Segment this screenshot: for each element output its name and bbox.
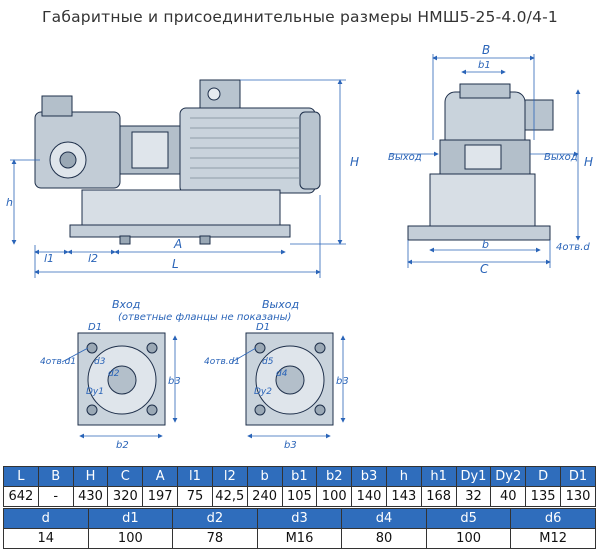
outlet-flange	[245, 332, 334, 426]
table-cell: 42,5	[211, 486, 248, 507]
table-cell: 78	[172, 528, 258, 549]
side-view	[34, 79, 321, 245]
table-cell: M16	[256, 528, 343, 549]
table-cell: 75	[177, 486, 213, 507]
table-header-cell: l1	[177, 466, 213, 487]
table-header-cell: B	[37, 466, 74, 487]
dim-D1-left: D1	[88, 322, 102, 333]
dim-b3-right-horizontal: b3	[284, 440, 297, 451]
table-header-cell: d3	[256, 508, 343, 529]
table-header-row: L B H C A l1 l2 b b1 b2 b3 h h1 Dy1 Dy2 …	[3, 466, 596, 487]
dim-H-front: H	[584, 155, 593, 169]
page-title: Габаритные и присоединительные размеры Н…	[42, 8, 558, 26]
table-header-cell: D1	[560, 466, 596, 487]
table-cell: 130	[560, 486, 596, 507]
table-cell: M12	[510, 528, 596, 549]
dim-l2: l2	[88, 252, 98, 265]
table-header-row: d d1 d2 d3 d4 d5 d6	[3, 508, 596, 529]
dim-d2-left: d2	[108, 369, 120, 379]
table-cell: 642	[3, 486, 39, 507]
table-header-cell: L	[3, 466, 39, 487]
table-header-cell: d5	[425, 508, 512, 529]
dim-H-side: H	[350, 155, 359, 169]
table-header-cell: l2	[211, 466, 248, 487]
table-row: 14 100 78 M16 80 100 M12	[3, 528, 596, 549]
dim-A: A	[173, 237, 182, 251]
outlet-left-label: Выход	[388, 152, 422, 163]
holes-right-label: 4отв.d1	[204, 357, 240, 367]
motor-body	[179, 107, 316, 194]
table-header-cell: Dy2	[490, 466, 527, 487]
table-cell: 240	[246, 486, 283, 507]
table-cell: 430	[72, 486, 109, 507]
base-frame	[81, 189, 281, 229]
table-cell: 168	[420, 486, 457, 507]
dimensions-table-main: L B H C A l1 l2 b b1 b2 b3 h h1 Dy1 Dy2 …	[3, 466, 596, 507]
dim-l1: l1	[44, 252, 54, 265]
table-cell: 14	[3, 528, 89, 549]
table-header-cell: D	[525, 466, 561, 487]
table-header-cell: d1	[87, 508, 174, 529]
table-header-cell: d6	[510, 508, 596, 529]
table-cell: 105	[281, 486, 318, 507]
table-header-cell: C	[107, 466, 144, 487]
table-header-cell: b3	[351, 466, 387, 487]
table-cell: 100	[425, 528, 512, 549]
table-header-cell: b1	[281, 466, 318, 487]
table-cell: 140	[351, 486, 387, 507]
table-cell: 32	[455, 486, 492, 507]
table-cell: 197	[142, 486, 179, 507]
outlet-label: Выход	[262, 298, 299, 311]
dim-b3-right-vertical: b3	[336, 376, 349, 387]
dim-d4-right: d4	[276, 369, 288, 379]
table-cell: 135	[525, 486, 561, 507]
table-header-cell: d4	[341, 508, 427, 529]
table-row: 642 - 430 320 197 75 42,5 240 105 100 14…	[3, 486, 596, 507]
dim-b2-left: b2	[116, 440, 129, 451]
dim-b3-left: b3	[168, 376, 181, 387]
holes-label: 4отв.d	[556, 242, 590, 253]
dim-b: b	[482, 238, 489, 251]
table-header-cell: H	[72, 466, 109, 487]
dim-L: L	[172, 257, 179, 271]
dim-D1-right: D1	[256, 322, 270, 333]
table-header-cell: d2	[172, 508, 258, 529]
front-base	[429, 173, 536, 227]
inlet-flange	[77, 332, 166, 426]
dimensions-table-holes: d d1 d2 d3 d4 d5 d6 14 100 78 M16 80 100…	[3, 508, 596, 549]
dim-d5-right: d5	[262, 357, 274, 367]
pump-dimension-drawing: h l1 l2 A L H B b1 b C H Выход Выход 4от…	[6, 43, 593, 451]
table-header-cell: h	[385, 466, 422, 487]
dim-C: C	[480, 262, 489, 276]
table-header-cell: Dy1	[455, 466, 492, 487]
table-cell: 320	[107, 486, 144, 507]
dim-Dy2-right: Dy2	[254, 387, 272, 397]
table-cell: 100	[316, 486, 353, 507]
table-header-cell: b	[246, 466, 283, 487]
table-header-cell: b2	[316, 466, 353, 487]
inlet-label: Вход	[112, 298, 140, 311]
table-cell: 143	[385, 486, 422, 507]
front-terminal-box	[524, 99, 554, 131]
dim-b1: b1	[478, 60, 491, 71]
dim-Dy1-left: Dy1	[86, 387, 104, 397]
table-cell: 40	[490, 486, 527, 507]
dim-B: B	[482, 43, 490, 57]
dim-h: h	[6, 196, 13, 209]
table-cell: 100	[87, 528, 174, 549]
outlet-right-label: Выход	[544, 152, 578, 163]
front-view	[407, 83, 554, 241]
holes-left-label: 4отв.d1	[40, 357, 76, 367]
table-header-cell: A	[142, 466, 179, 487]
table-header-cell: d	[3, 508, 89, 529]
table-cell: 80	[341, 528, 427, 549]
dim-d3-left: d3	[94, 357, 106, 367]
table-header-cell: h1	[420, 466, 457, 487]
flange-note: (ответные фланцы не показаны)	[118, 312, 291, 323]
table-cell: -	[37, 486, 74, 507]
